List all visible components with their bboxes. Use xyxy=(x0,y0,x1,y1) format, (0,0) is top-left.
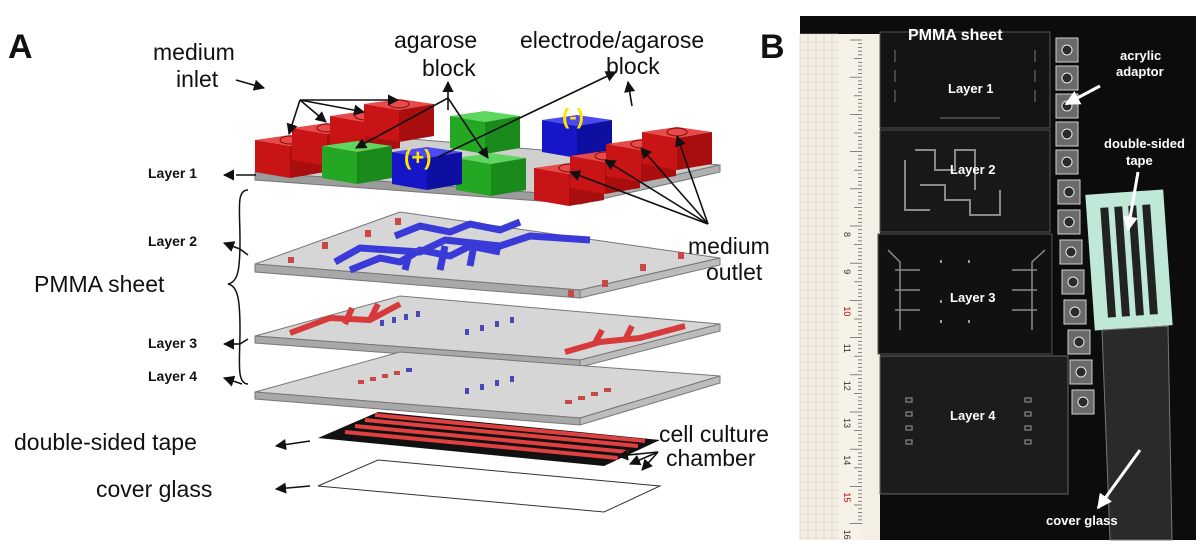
chamber-label-2: chamber xyxy=(666,445,756,471)
ruler-number: 13 xyxy=(842,418,852,428)
ruler-number: 15 xyxy=(842,492,852,502)
photo-layer4-label: Layer 4 xyxy=(950,408,996,423)
adaptor-hole xyxy=(1063,216,1075,228)
cover-glass-label: cover glass xyxy=(96,476,212,502)
layer2-sheet xyxy=(254,211,721,299)
ruler-number: 8 xyxy=(842,232,852,237)
electrode-block-minus: (-) xyxy=(542,104,612,158)
medium-inlet-label-2: inlet xyxy=(176,66,219,92)
panel-b: B 8 9 10 11 12 13 14 15 16 xyxy=(760,16,1196,541)
red-channel xyxy=(288,301,686,355)
photo-tape xyxy=(1085,189,1173,331)
photo-acrylic-label-2: adaptor xyxy=(1116,64,1164,79)
cover-glass xyxy=(317,459,662,513)
ruler: 8 9 10 11 12 13 14 15 16 xyxy=(799,33,880,540)
layer2-label: Layer 2 xyxy=(148,233,197,249)
layer1-label: Layer 1 xyxy=(148,165,197,181)
inlet-block xyxy=(364,99,434,142)
layer2-ports xyxy=(288,218,684,297)
ruler-number: 12 xyxy=(842,381,852,391)
photo-tape-label-1: double-sided xyxy=(1104,136,1185,151)
photo-layer3 xyxy=(877,233,1053,355)
layer4-sheet xyxy=(254,351,721,426)
minus-sign: (-) xyxy=(562,104,584,129)
adaptor-hole xyxy=(1065,246,1077,258)
ruler-number: 16 xyxy=(842,530,852,540)
ruler-number: 9 xyxy=(842,269,852,274)
ruler-number: 11 xyxy=(842,344,852,353)
panel-a-letter: A xyxy=(8,28,33,66)
outlet-block xyxy=(642,127,712,170)
adaptor-hole xyxy=(1061,44,1073,56)
acrylic-adaptors xyxy=(1055,37,1095,415)
photo-layer3-label: Layer 3 xyxy=(950,290,996,305)
ruler-number: 14 xyxy=(842,455,852,465)
photo-arrows xyxy=(1064,84,1142,510)
photo-layer4 xyxy=(879,355,1069,495)
photo-layer1-label: Layer 1 xyxy=(948,81,994,96)
layer3-sheet xyxy=(254,295,721,368)
chamber-label-1: cell culture xyxy=(659,421,769,447)
photo-tape-label-2: tape xyxy=(1126,153,1153,168)
photo-cover-glass xyxy=(1101,325,1173,541)
adaptor-hole xyxy=(1069,306,1081,318)
plus-sign: (+) xyxy=(404,145,432,170)
pmma-brace xyxy=(227,189,249,385)
photo-layer2-label: Layer 2 xyxy=(950,162,996,177)
adaptor-hole xyxy=(1077,396,1089,408)
medium-inlet-label-1: medium xyxy=(153,39,235,65)
agarose-label-1: agarose xyxy=(394,27,477,53)
panel-b-letter: B xyxy=(760,28,785,66)
medium-outlet-label-1: medium xyxy=(688,233,770,259)
adaptor-hole xyxy=(1063,186,1075,198)
layer3-ports xyxy=(380,311,514,335)
pmma-label: PMMA sheet xyxy=(34,271,165,297)
annotation-arrows xyxy=(222,71,709,494)
photo-layer1 xyxy=(879,31,1051,129)
agarose-block xyxy=(450,111,520,154)
medium-outlet-label-2: outlet xyxy=(706,259,763,285)
agarose-block xyxy=(456,153,526,196)
layer4-ports xyxy=(358,368,611,404)
tape-label: double-sided tape xyxy=(14,429,197,455)
panel-a: A xyxy=(8,27,770,513)
electrode-label-2: block xyxy=(606,53,660,79)
agarose-label-2: block xyxy=(422,55,476,81)
photo-acrylic-label-1: acrylic xyxy=(1120,48,1161,63)
adaptor-hole xyxy=(1061,128,1073,140)
adaptor-hole xyxy=(1061,72,1073,84)
photo-pmma-label: PMMA sheet xyxy=(908,27,1003,44)
photo-layer2 xyxy=(879,129,1051,233)
adaptor-hole xyxy=(1073,336,1085,348)
blue-channel xyxy=(333,218,591,274)
electrode-block-plus: (+) xyxy=(392,145,462,190)
electrode-label-1: electrode/agarose xyxy=(520,27,704,53)
photo-cover-glass-label: cover glass xyxy=(1046,513,1118,528)
blocks: (+) (-) xyxy=(255,99,712,206)
ruler-number: 10 xyxy=(842,306,852,316)
layer4-label: Layer 4 xyxy=(148,368,197,384)
adaptor-hole xyxy=(1067,276,1079,288)
adaptor-hole xyxy=(1061,156,1073,168)
layer3-label: Layer 3 xyxy=(148,335,197,351)
adaptor-hole xyxy=(1075,366,1087,378)
double-sided-tape xyxy=(318,412,660,466)
